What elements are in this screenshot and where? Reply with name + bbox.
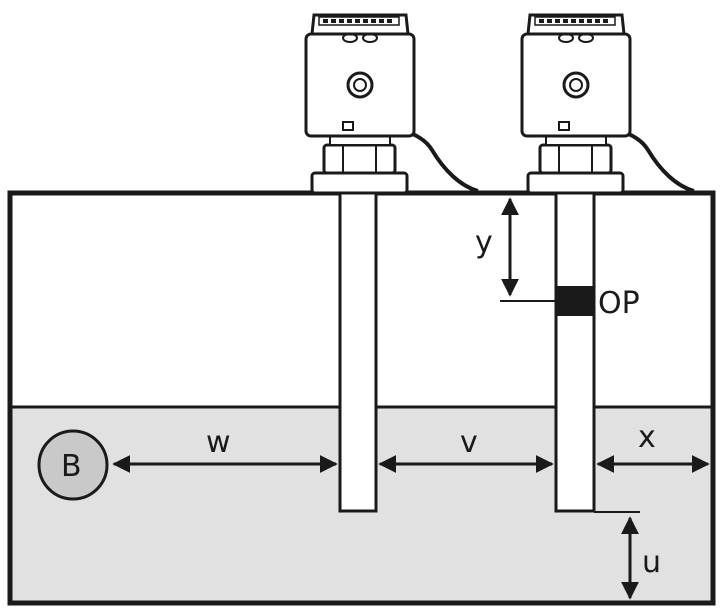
op-label: OP (598, 286, 640, 321)
v-label: v (460, 425, 478, 460)
operating-point-marker (556, 286, 594, 316)
obstacle-ball (37, 429, 109, 501)
y-label: y (475, 225, 493, 260)
right-sensor-icon (520, 13, 695, 195)
w-label: w (206, 425, 231, 460)
right-probe-rod (554, 191, 596, 513)
u-label: u (642, 545, 661, 580)
left-probe-rod (338, 191, 378, 513)
x-label: x (638, 420, 656, 455)
left-sensor-icon (304, 13, 479, 195)
ball-label: B (61, 449, 82, 484)
